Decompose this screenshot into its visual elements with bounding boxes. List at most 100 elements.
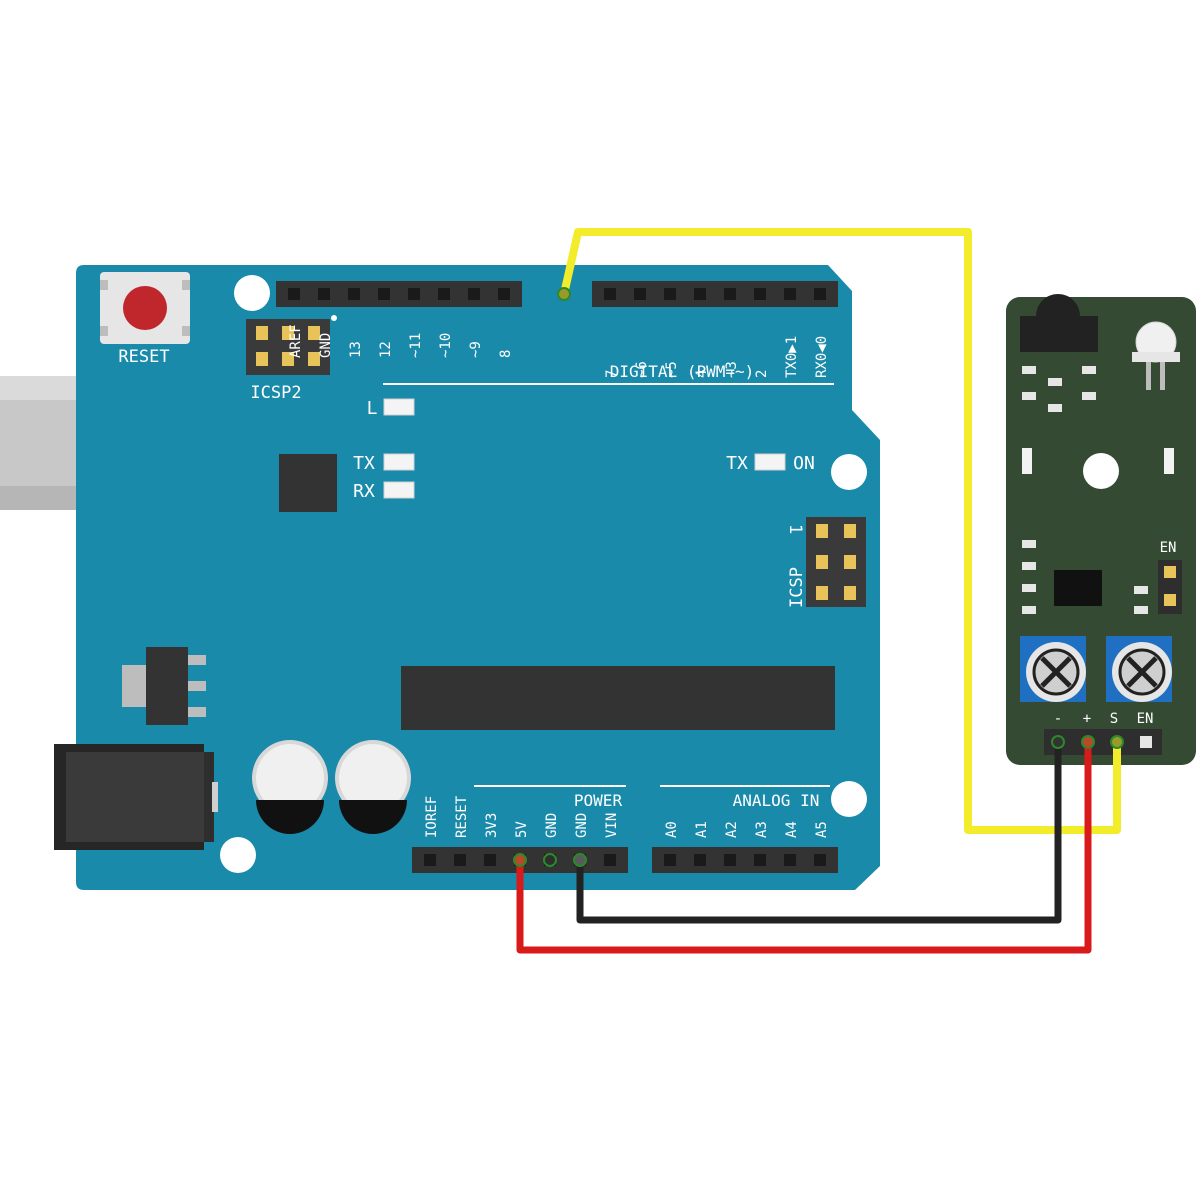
pin-label: GND	[318, 333, 334, 358]
header-socket	[694, 854, 706, 866]
header-body	[592, 281, 838, 307]
pin-label: ~10	[438, 333, 454, 358]
ir-sensor-module: EN - + S EN	[1006, 294, 1196, 765]
header-socket	[438, 288, 450, 300]
header-socket	[784, 288, 796, 300]
smd-led	[1022, 448, 1032, 474]
icsp-pin1-label: 1	[785, 524, 805, 534]
digital-title: DIGITAL (PWM=~)	[610, 362, 755, 381]
reset-button[interactable]	[100, 272, 190, 344]
led-tx	[383, 453, 415, 471]
power-title: POWER	[574, 791, 623, 810]
wire-end-pin	[1110, 735, 1124, 749]
pin-label: GND	[544, 813, 560, 838]
sensor-pin-s-label: S	[1110, 711, 1118, 727]
smd-resistor	[1022, 606, 1036, 614]
header-socket	[634, 288, 646, 300]
wire-end-pin	[1051, 735, 1065, 749]
pin-label: A3	[754, 821, 770, 838]
led-rx-label: RX	[353, 481, 375, 502]
header-socket	[814, 854, 826, 866]
header-socket	[754, 288, 766, 300]
en-jumper[interactable]	[1158, 560, 1182, 614]
header-socket	[318, 288, 330, 300]
smd-resistor	[1022, 584, 1036, 592]
potentiometer[interactable]	[1106, 636, 1172, 702]
smd-resistor	[1048, 404, 1062, 412]
smd-resistor	[1022, 392, 1036, 400]
pin-label: A1	[694, 821, 710, 838]
main-mcu	[401, 666, 835, 730]
header-socket	[694, 288, 706, 300]
ir-emitter-led	[1132, 321, 1180, 390]
header-body	[652, 847, 838, 873]
header-socket	[814, 288, 826, 300]
mount-hole	[831, 781, 867, 817]
header-socket	[348, 288, 360, 300]
pin-label: 4	[694, 370, 710, 378]
header-socket	[378, 288, 390, 300]
vcc-wire	[516, 738, 1092, 954]
header-body	[276, 281, 522, 307]
header-socket	[468, 288, 480, 300]
sensor-pin-plus-label: +	[1083, 711, 1091, 727]
header-socket	[604, 854, 616, 866]
icsp-header	[806, 517, 866, 607]
pin-label: 3V3	[484, 813, 500, 838]
board-pcb	[76, 265, 880, 890]
pin-label: RX0◀0	[814, 336, 830, 378]
pin-label: 5V	[514, 821, 530, 838]
analog-title: ANALOG IN	[733, 791, 820, 810]
header-socket	[784, 854, 796, 866]
header-socket	[498, 288, 510, 300]
pin-label: RESET	[454, 795, 470, 838]
header-socket	[664, 288, 676, 300]
header-socket	[604, 288, 616, 300]
mount-hole	[220, 837, 256, 873]
led-l	[383, 398, 415, 416]
ir-receiver	[1020, 294, 1098, 352]
wire-end-pin	[543, 853, 557, 867]
header-socket	[484, 854, 496, 866]
smd-resistor	[1082, 366, 1096, 374]
mount-hole	[831, 454, 867, 490]
pin-label: GND	[574, 813, 590, 838]
icsp2-header	[246, 315, 337, 375]
header-socket	[454, 854, 466, 866]
led-on	[754, 453, 786, 471]
reset-label: RESET	[118, 347, 169, 367]
power-jack	[54, 744, 218, 850]
wire-end-pin	[573, 853, 587, 867]
pin-label: TX0▶1	[784, 336, 800, 378]
led-tx-label: TX	[353, 453, 375, 474]
pin-label: VIN	[604, 813, 620, 838]
wire-end-pin	[557, 287, 571, 301]
ground-wire	[576, 738, 1062, 924]
header-socket	[724, 288, 736, 300]
signal-wire	[560, 228, 1121, 834]
wires	[513, 228, 1124, 954]
icsp2-label: ICSP2	[250, 383, 301, 403]
pin-label: ~9	[468, 341, 484, 358]
pin-label: A2	[724, 821, 740, 838]
smd-resistor	[1134, 606, 1148, 614]
pin-label: 13	[348, 341, 364, 358]
pin-label: A4	[784, 821, 800, 838]
sensor-ic	[1054, 570, 1102, 606]
header-socket	[288, 288, 300, 300]
pin-label: IOREF	[424, 796, 440, 838]
led-rx	[383, 481, 415, 499]
pin-label: 8	[498, 350, 514, 358]
smd-resistor	[1022, 366, 1036, 374]
pin-label: 2	[754, 370, 770, 378]
mount-hole	[234, 275, 270, 311]
potentiometer[interactable]	[1020, 636, 1086, 702]
pin-label: AREF	[288, 324, 304, 358]
usb-chip	[279, 454, 337, 512]
header-socket	[424, 854, 436, 866]
led-tx-right-label: TX	[726, 453, 748, 474]
